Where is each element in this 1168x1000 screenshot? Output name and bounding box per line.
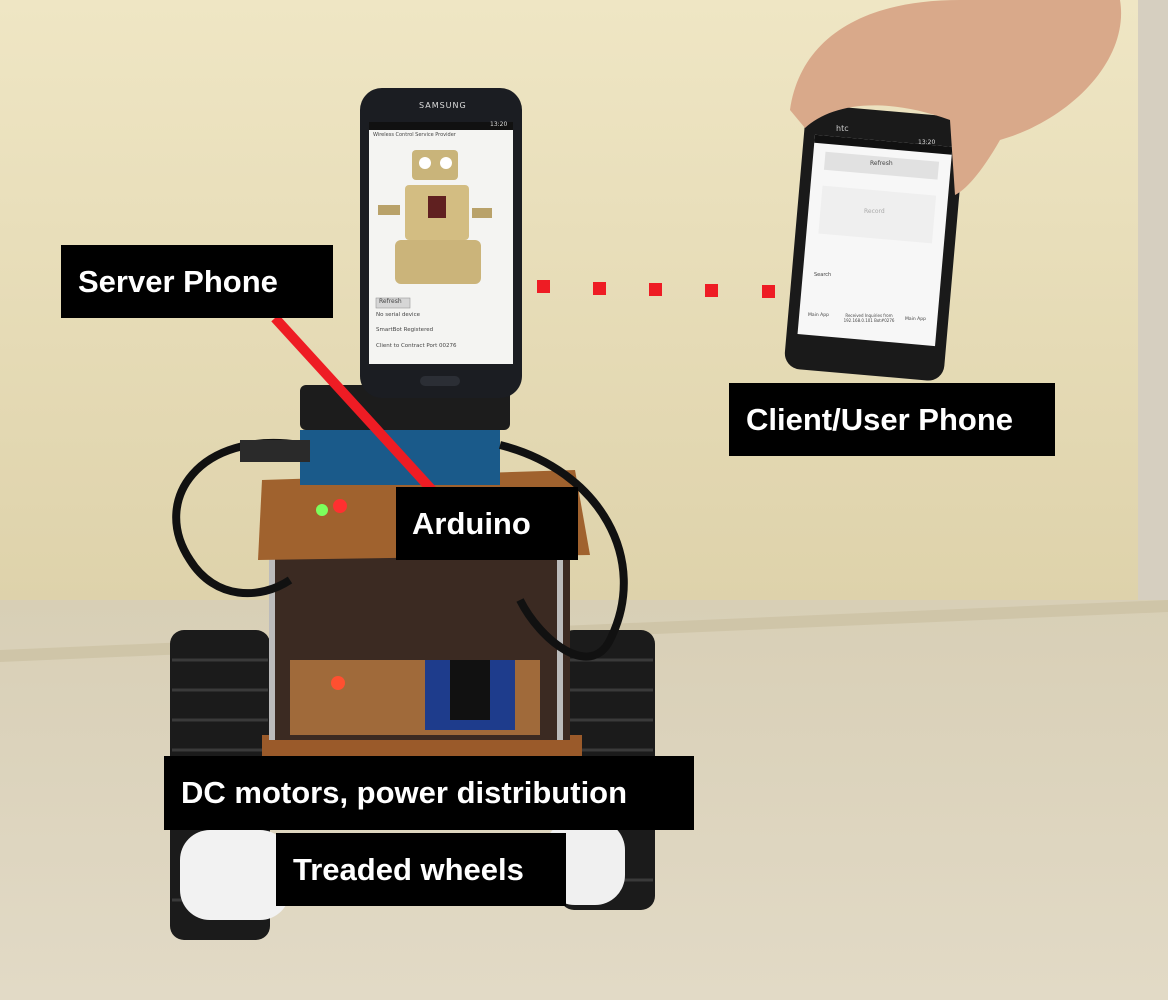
cabinet-right: [1138, 0, 1168, 600]
usb-cable-left: [172, 439, 301, 598]
label-server-phone: Server Phone: [61, 245, 333, 318]
client-refresh-label[interactable]: Refresh: [870, 160, 893, 167]
tread-ridges: [172, 658, 653, 902]
white-hub-left: [180, 830, 290, 920]
pointer-line-server-arduino: [271, 314, 436, 494]
label-dc-motors: DC motors, power distribution: [164, 756, 694, 830]
client-phone: [784, 105, 965, 381]
hand: [790, 0, 1122, 195]
label-client-phone: Client/User Phone: [729, 383, 1055, 456]
client-status-bar: [814, 134, 953, 155]
led-green: [316, 504, 328, 516]
server-status-line-2: SmartBot Registered: [376, 327, 434, 333]
heatsink: [450, 660, 490, 720]
client-footer-center: Received Inquiries from 192.168.0.101 Bo…: [843, 313, 895, 323]
server-refresh-button[interactable]: [375, 297, 411, 309]
label-arduino: Arduino: [396, 487, 578, 560]
client-status-time: 13:20: [918, 139, 936, 146]
server-phone-brand: SAMSUNG: [419, 101, 467, 110]
robot-illustration: [378, 150, 492, 284]
robot: [170, 385, 655, 940]
server-phone: [360, 88, 522, 398]
led-red-lower: [331, 676, 345, 690]
client-search-label: Search: [814, 272, 832, 278]
server-status-time: 13:20: [490, 121, 508, 128]
server-home-button: [420, 376, 460, 386]
usb-cable-right: [499, 441, 628, 661]
usb-plug: [240, 440, 310, 462]
label-treaded-wheels: Treaded wheels: [276, 833, 566, 906]
lower-board: [262, 735, 582, 757]
client-footer-left[interactable]: Main App: [808, 313, 829, 318]
client-record-button[interactable]: [818, 185, 937, 244]
wireless-link-dots: [537, 280, 775, 298]
client-phone-brand: htc: [836, 124, 849, 133]
client-footer-right[interactable]: Main App: [905, 317, 926, 322]
server-status-bar: [369, 122, 513, 130]
server-refresh-label[interactable]: Refresh: [379, 298, 402, 305]
client-record-label[interactable]: Record: [864, 208, 885, 215]
server-status-line-3: Client to Contract Port 00276: [376, 343, 457, 349]
client-refresh-button[interactable]: [823, 151, 940, 180]
server-status-line-1: No serial device: [376, 312, 420, 318]
led-red-upper: [333, 499, 347, 513]
server-screen-title: Wireless Control Service Provider: [373, 132, 456, 138]
